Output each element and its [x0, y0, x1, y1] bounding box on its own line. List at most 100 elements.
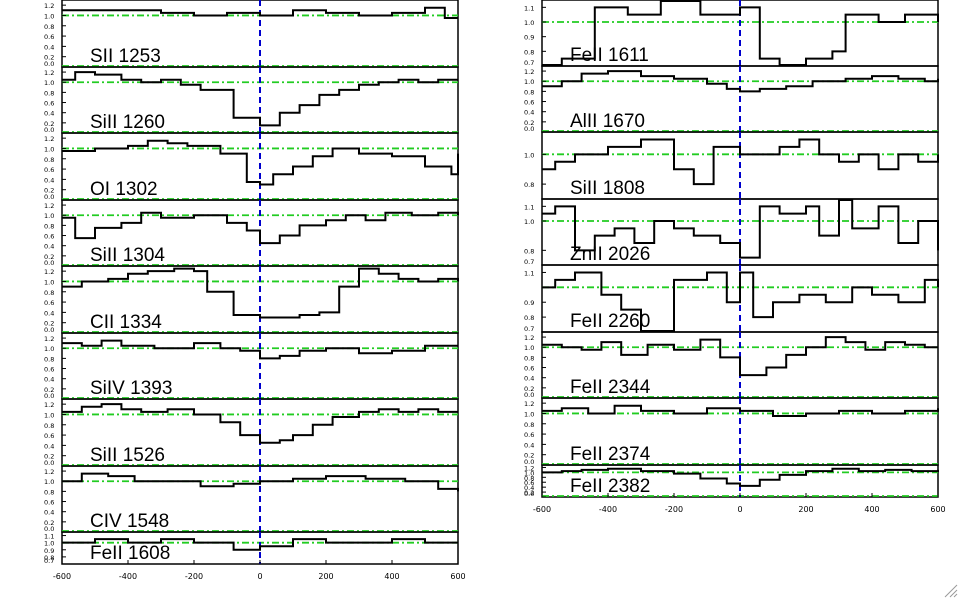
panel-label: FeII 2374: [570, 444, 651, 465]
y-tick-label: 1.2: [44, 268, 54, 276]
y-tick-label: 0.2: [44, 187, 54, 195]
y-tick-label: 0.6: [44, 366, 54, 374]
x-tick-label: 400: [384, 572, 399, 581]
spectrum-trace: [542, 404, 939, 418]
y-tick-label: 0.2: [524, 452, 534, 460]
y-tick-label: 0.4: [524, 109, 534, 117]
y-tick-label: 0.8: [524, 181, 534, 189]
y-tick-label: 0.8: [44, 89, 54, 97]
y-tick-label: 0.8: [44, 554, 54, 562]
x-tick-label: -600: [53, 572, 71, 581]
panel-label: OI 1302: [90, 179, 158, 200]
x-tick-label: -400: [599, 505, 617, 514]
y-tick-label: 0.4: [44, 43, 54, 51]
y-tick-label: 1.0: [524, 151, 534, 159]
spectrum-trace: [542, 467, 939, 487]
y-tick-label: 1.0: [44, 540, 54, 548]
y-tick-label: 1.2: [524, 334, 534, 342]
spectrum-trace: [62, 339, 458, 360]
y-tick-label: 0.0: [44, 326, 54, 334]
y-tick-label: 1.0: [44, 478, 54, 486]
y-tick-label: 0.6: [44, 233, 54, 241]
y-tick-label: 1.1: [524, 203, 534, 211]
spectrum-trace: [62, 6, 458, 20]
y-tick-label: 0.0: [44, 459, 54, 467]
y-tick-label: 0.0: [524, 458, 534, 466]
y-tick-label: 0.8: [44, 156, 54, 164]
y-tick-label: 0.8: [44, 422, 54, 430]
y-tick-label: 0.0: [44, 126, 54, 134]
x-tick-label: -200: [665, 505, 683, 514]
y-tick-label: 1.0: [44, 79, 54, 87]
y-tick-label: 0.0: [524, 391, 534, 399]
y-tick-label: 1.2: [44, 135, 54, 143]
panel-label: CII 1334: [90, 312, 162, 333]
y-tick-label: 1.0: [524, 218, 534, 226]
y-tick-label: 0.8: [524, 474, 534, 482]
y-tick-label: 0.2: [44, 253, 54, 261]
panel-label: FeII 1611: [570, 45, 649, 66]
y-tick-label: 0.8: [44, 488, 54, 496]
y-tick-label: 0.7: [524, 258, 534, 266]
y-tick-label: 0.4: [44, 110, 54, 118]
spectrum-trace: [542, 199, 939, 259]
y-tick-label: 1.2: [44, 401, 54, 409]
panel-label: FeII 1608: [90, 543, 170, 564]
panel-label: FeII 2382: [570, 476, 650, 497]
y-tick-label: 0.0: [44, 259, 54, 267]
y-tick-label: 0.2: [44, 453, 54, 461]
y-tick-label: 0.2: [44, 386, 54, 394]
y-tick-label: 0.6: [44, 166, 54, 174]
y-tick-label: 1.0: [524, 78, 534, 86]
resize-grip-icon[interactable]: [944, 584, 958, 598]
y-tick-label: 1.0: [524, 410, 534, 418]
y-tick-label: 0.6: [44, 432, 54, 440]
spectrum-trace: [542, 70, 939, 93]
panel-label: SiII 1808: [570, 178, 645, 199]
y-tick-label: 0.8: [524, 247, 534, 255]
x-tick-label: -400: [119, 572, 137, 581]
y-tick-label: 0.9: [44, 547, 54, 555]
y-tick-label: 0.2: [44, 320, 54, 328]
y-tick-label: 0.4: [44, 509, 54, 517]
y-tick-label: 0.8: [524, 421, 534, 429]
y-tick-label: 1.0: [44, 278, 54, 286]
y-tick-label: 0.8: [44, 23, 54, 31]
x-tick-label: 200: [318, 572, 333, 581]
y-tick-label: 0.6: [524, 431, 534, 439]
y-tick-label: 0.8: [524, 314, 534, 322]
x-tick-label: 0: [257, 572, 262, 581]
panel-label: SiII 1526: [90, 445, 165, 466]
spectrum-trace: [542, 0, 939, 66]
y-tick-label: 1.0: [44, 411, 54, 419]
y-tick-label: 0.7: [524, 325, 534, 333]
spectrum-trace: [542, 138, 939, 186]
y-tick-label: 0.4: [44, 176, 54, 184]
y-tick-label: 1.2: [44, 202, 54, 210]
y-tick-label: 0.8: [524, 354, 534, 362]
spectrum-trace: [62, 71, 458, 127]
y-tick-label: 0.4: [44, 243, 54, 251]
y-tick-label: 1.0: [44, 12, 54, 20]
y-tick-label: 0.8: [524, 48, 534, 56]
y-tick-label: 0.0: [44, 193, 54, 201]
x-tick-label: 0: [737, 505, 742, 514]
y-tick-label: 0.0: [44, 525, 54, 533]
panel-label: SiII 1304: [90, 245, 165, 266]
y-tick-label: 0.6: [44, 299, 54, 307]
x-tick-label: -600: [533, 505, 551, 514]
x-tick-label: 600: [930, 505, 945, 514]
spectrum-trace: [62, 472, 459, 492]
y-tick-label: 0.7: [44, 557, 54, 565]
